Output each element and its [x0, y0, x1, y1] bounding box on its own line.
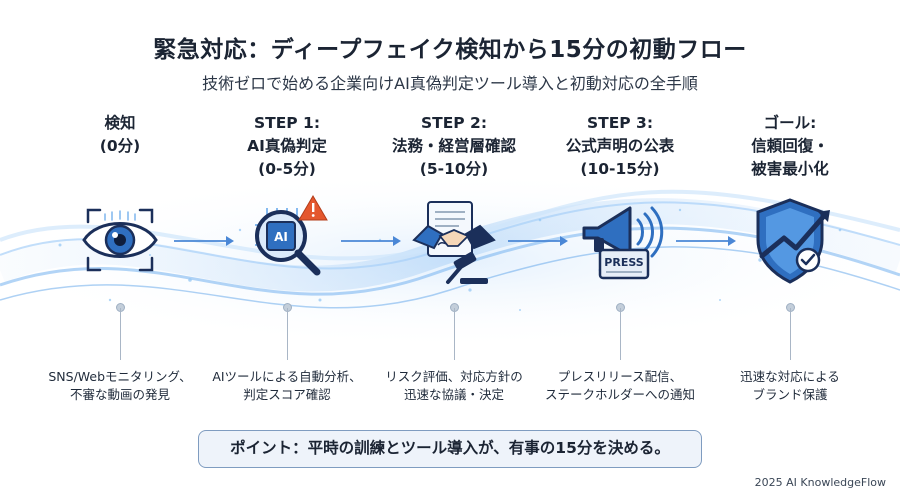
step-label-line: (5-10分) [419, 160, 489, 178]
ai-chip-magnifier-icon: AI [237, 190, 337, 290]
desc-line: ブランド保護 [752, 387, 828, 402]
step-description-step2: リスク評価、対応方針の 迅速な協議・決定 [369, 368, 539, 404]
ai-chip-text: AI [274, 230, 288, 244]
desc-line: 迅速な協議・決定 [403, 387, 504, 402]
page-subtitle: 技術ゼロで始める企業向けAI真偽判定ツール導入と初動対応の全手順 [202, 74, 698, 93]
handshake-gavel-icon [404, 190, 504, 290]
step-label-line: 検知 [104, 114, 136, 132]
page-title: 緊急対応：ディープフェイク検知から15分の初動フロー [153, 37, 747, 63]
step-label-line: ゴール: [763, 114, 817, 132]
step-label-detect: 検知 (0分) [50, 112, 190, 158]
flow-arrow [508, 236, 568, 246]
step-label-goal: ゴール: 信頼回復・ 被害最小化 [720, 112, 860, 181]
flow-arrow [174, 236, 234, 246]
flow-arrow [676, 236, 736, 246]
step-description-step3: プレスリリース配信、 ステークホルダーへの通知 [535, 368, 705, 404]
step-label-line: STEP 1: [253, 114, 321, 132]
step-label-step2: STEP 2: 法務・経営層確認 (5-10分) [384, 112, 524, 181]
desc-line: プレスリリース配信、 [557, 369, 683, 384]
step-description-step1: AIツールによる自動分析、 判定スコア確認 [202, 368, 372, 404]
megaphone-press-icon: PRESS [570, 190, 670, 290]
step-label-line: STEP 3: [586, 114, 654, 132]
connector-line [620, 308, 621, 360]
eye-scan-icon [70, 190, 170, 290]
step-label-line: 公式声明の公表 [565, 137, 675, 155]
step-label-line: (0-5分) [258, 160, 316, 178]
step-label-line: (10-15分) [580, 160, 660, 178]
credit-text: 2025 AI KnowledgeFlow [754, 476, 886, 489]
desc-line: リスク評価、対応方針の [385, 369, 523, 384]
step-label-step3: STEP 3: 公式声明の公表 (10-15分) [550, 112, 690, 181]
connector-line [790, 308, 791, 360]
flow-arrow [341, 236, 401, 246]
desc-line: ステークホルダーへの通知 [544, 387, 695, 402]
press-text: PRESS [604, 256, 643, 269]
step-description-detect: SNS/Webモニタリング、 不審な動画の発見 [35, 368, 205, 404]
key-point-box: ポイント：平時の訓練とツール導入が、有事の15分を決める。 [198, 430, 702, 468]
desc-line: 迅速な対応による [740, 369, 840, 384]
desc-line: SNS/Webモニタリング、 [48, 369, 192, 384]
step-label-line: (0分) [99, 137, 141, 155]
connector-line [287, 308, 288, 360]
step-label-line: STEP 2: [420, 114, 488, 132]
step-label-line: 信頼回復・ [751, 137, 829, 155]
shield-growth-icon [740, 190, 840, 290]
step-description-goal: 迅速な対応による ブランド保護 [705, 368, 875, 404]
desc-line: 判定スコア確認 [243, 387, 331, 402]
step-label-line: 被害最小化 [751, 160, 829, 178]
step-label-step1: STEP 1: AI真偽判定 (0-5分) [217, 112, 357, 181]
step-label-line: AI真偽判定 [247, 137, 327, 155]
desc-line: AIツールによる自動分析、 [212, 369, 362, 384]
desc-line: 不審な動画の発見 [69, 387, 170, 402]
connector-line [454, 308, 455, 360]
connector-line [120, 308, 121, 360]
step-label-line: 法務・経営層確認 [391, 137, 516, 155]
